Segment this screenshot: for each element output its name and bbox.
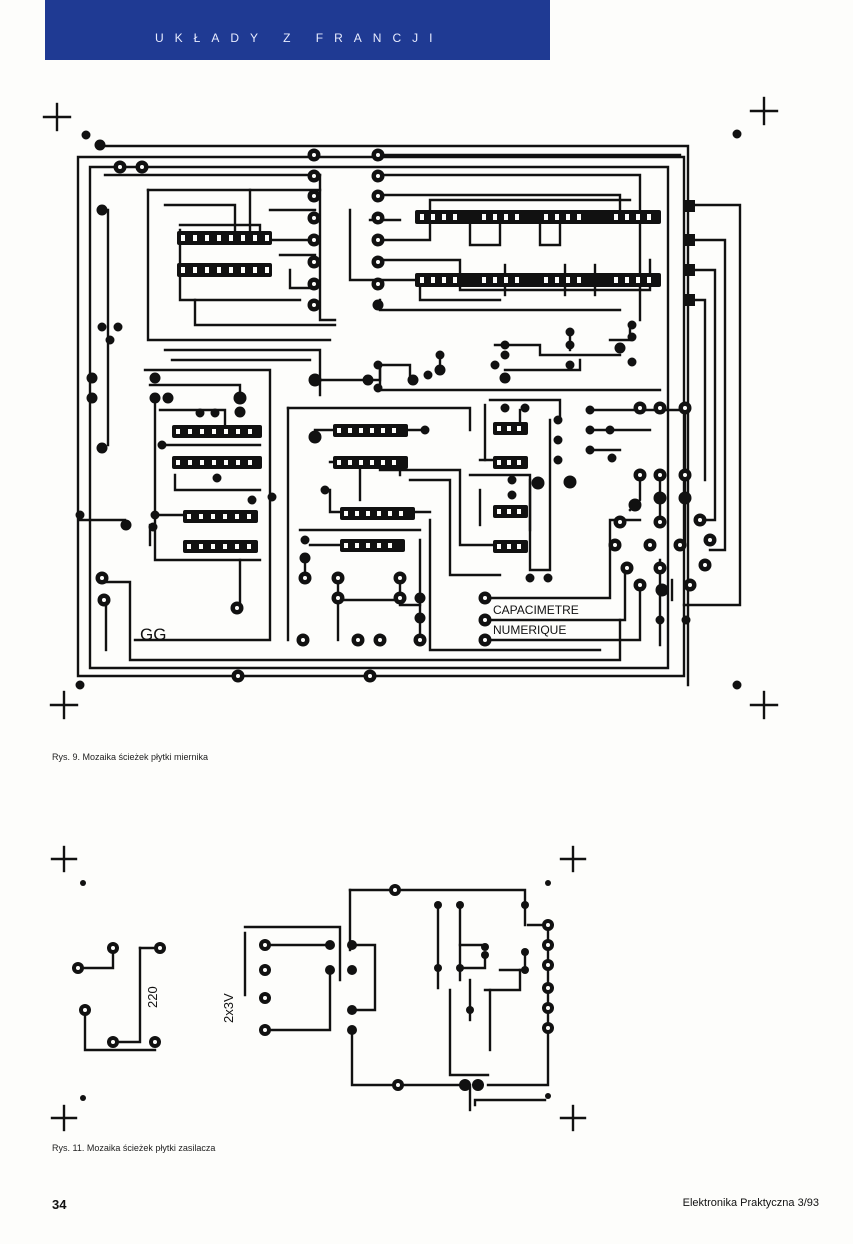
magazine-issue: Elektronika Praktyczna 3/93 (682, 1197, 819, 1209)
pcb-meter-figure: GG CAPACIMETRE NUMERIQUE (42, 96, 779, 720)
registration-mark (749, 96, 779, 126)
registration-mark (559, 845, 587, 873)
header-band: UKŁADY Z FRANCJI (45, 0, 550, 60)
board-label-gg: GG (140, 625, 166, 644)
registration-mark (50, 1104, 78, 1132)
pad-drill-hole (76, 888, 550, 1087)
ic-footprint-row (172, 200, 695, 553)
figure2-caption: Rys. 11. Mozaika ścieżek płytki zasilacz… (52, 1143, 216, 1153)
solder-pad (75, 129, 742, 690)
registration-mark (559, 1104, 587, 1132)
registration-mark (42, 102, 72, 132)
figure1-caption: Rys. 9. Mozaika ścieżek płytki miernika (52, 752, 209, 762)
registration-mark (50, 845, 78, 873)
pad-drill-hole (100, 153, 712, 678)
board-label-numerique: NUMERIQUE (493, 623, 566, 637)
registration-mark (749, 690, 779, 720)
pcb-power-supply-figure: 220 2x3V (50, 845, 587, 1132)
mains-voltage-label: 220 (145, 986, 160, 1008)
section-title: UKŁADY Z FRANCJI (155, 31, 444, 45)
board-label-capacimetre: CAPACIMETRE (493, 603, 579, 617)
page-number: 34 (52, 1197, 67, 1212)
output-voltage-label: 2x3V (221, 993, 236, 1023)
registration-mark (49, 690, 79, 720)
